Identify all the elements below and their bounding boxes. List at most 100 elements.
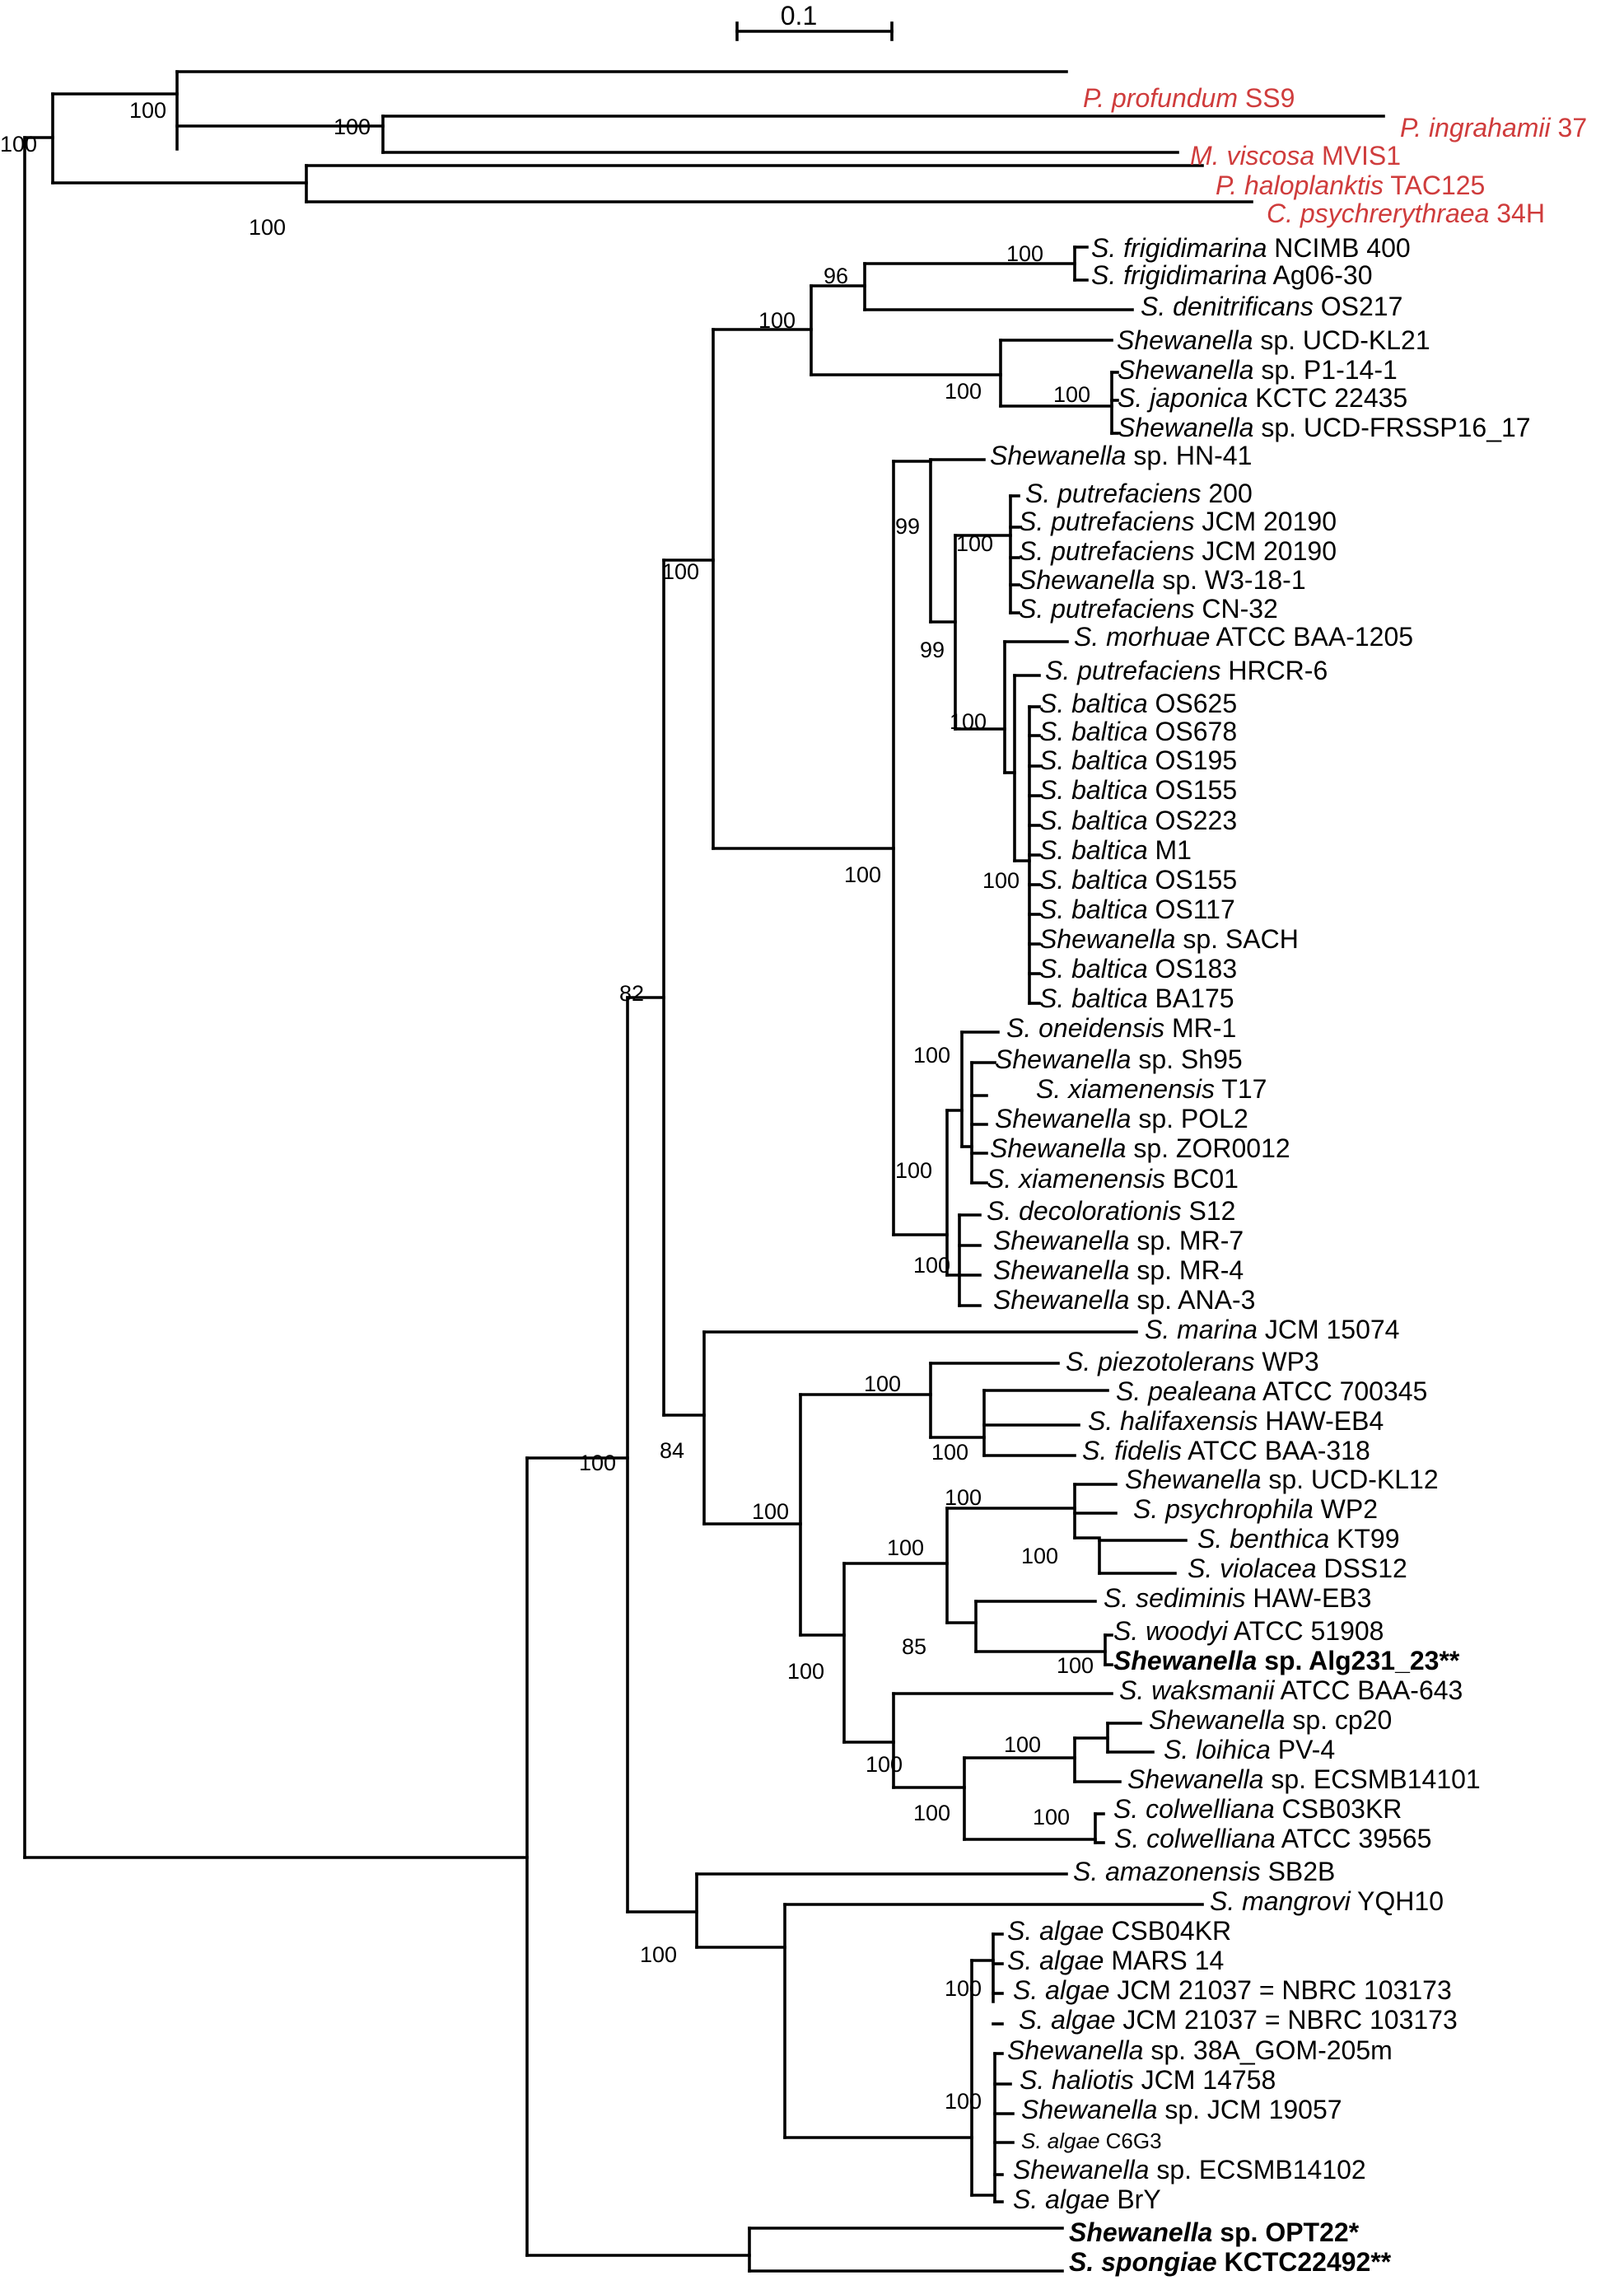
taxon-genus: S. psychrophila [1133,1494,1314,1524]
taxon-strain: NCIMB 400 [1267,233,1410,263]
taxon-label: S. loihica PV-4 [1164,1735,1335,1764]
taxon-label: S. sediminis HAW-EB3 [1104,1583,1371,1613]
taxon-genus: P. ingrahamii [1400,113,1552,143]
bootstrap-value: 100 [334,114,371,139]
taxon-genus: P. profundum [1083,83,1238,113]
taxon-genus: Shewanella [993,1226,1129,1255]
tree-branches [23,21,1385,2273]
taxon-genus: Shewanella [990,441,1126,470]
bootstrap-value: 100 [787,1659,824,1684]
taxon-label: S. oneidensis MR-1 [1006,1013,1236,1043]
taxon-label: S. xiamenensis T17 [1036,1074,1267,1104]
bootstrap-value: 100 [662,559,699,584]
taxon-label: Shewanella sp. JCM 19057 [1021,2095,1342,2124]
taxon-genus: S. baltica [1039,745,1148,775]
taxon-strain: sp. ECSMB14102 [1149,2155,1365,2185]
bootstrap-value: 100 [1057,1653,1094,1678]
taxon-label: S. pealeana ATCC 700345 [1116,1376,1427,1406]
bootstrap-value: 100 [1033,1805,1070,1829]
taxon-strain: sp. Alg231_23** [1257,1646,1460,1675]
taxon-label: S. waksmanii ATCC BAA-643 [1119,1675,1463,1705]
taxon-strain: HAW-EB4 [1258,1406,1384,1436]
taxon-strain: 200 [1201,479,1252,508]
taxon-genus: S. xiamenensis [987,1164,1165,1194]
taxon-label: S. frigidimarina NCIMB 400 [1091,233,1411,263]
taxon-genus: Shewanella [1069,2217,1212,2247]
taxon-label: Shewanella sp. ANA-3 [993,1285,1255,1315]
taxon-label: Shewanella sp. HN-41 [990,441,1252,470]
taxon-genus: S. putrefaciens [1025,479,1201,508]
taxon-genus: Shewanella [1113,1646,1257,1675]
taxon-strain: OS183 [1148,954,1238,984]
taxon-genus: S. loihica [1164,1735,1271,1764]
taxon-genus: S. halifaxensis [1088,1406,1258,1436]
taxon-label: S. colwelliana ATCC 39565 [1114,1824,1431,1853]
taxon-label: S. putrefaciens JCM 20190 [1019,507,1337,536]
taxon-label: Shewanella sp. UCD-KL21 [1117,325,1430,355]
taxon-strain: WP3 [1254,1347,1318,1376]
taxon-label: S. baltica OS678 [1039,717,1237,746]
taxon-strain: JCM 20190 [1194,536,1337,566]
taxon-label: S. fidelis ATCC BAA-318 [1082,1436,1370,1465]
taxon-strain: sp. UCD-KL21 [1253,325,1430,355]
taxon-label: S. putrefaciens 200 [1025,479,1253,508]
taxon-label: Shewanella sp. MR-4 [993,1255,1244,1285]
taxon-label: S. denitrificans OS217 [1141,292,1402,321]
taxon-strain: OS195 [1148,745,1238,775]
taxon-label: S. mangrovi YQH10 [1210,1886,1444,1916]
taxon-strain: JCM 21037 = NBRC 103173 [1115,2005,1457,2035]
taxon-label: Shewanella sp. UCD-KL12 [1125,1465,1439,1494]
taxon-strain: WP2 [1314,1494,1378,1524]
taxon-genus: S. baltica [1039,954,1148,984]
taxon-genus: S. algae [1013,1975,1109,2005]
taxon-genus: S. marina [1145,1315,1258,1344]
taxon-label: S. colwelliana CSB03KR [1113,1794,1402,1824]
bootstrap-value: 100 [579,1451,616,1475]
taxon-strain: TAC125 [1384,171,1485,200]
scale-bar-label: 0.1 [781,1,817,30]
taxon-strain: sp. POL2 [1131,1104,1248,1133]
taxon-label: S. haliotis JCM 14758 [1020,2065,1276,2095]
taxon-genus: Shewanella [1007,2035,1143,2065]
taxon-genus: Shewanella [995,1044,1131,1074]
taxon-genus: S. baltica [1039,984,1148,1013]
taxon-label: C. psychrerythraea 34H [1267,199,1545,228]
taxon-label: Shewanella sp. ECSMB14102 [1013,2155,1366,2185]
bootstrap-value: 100 [913,1043,950,1068]
taxon-label: Shewanella sp. P1-14-1 [1118,355,1398,385]
taxon-genus: S. xiamenensis [1036,1074,1215,1104]
taxon-genus: S. algae [1021,2128,1099,2153]
taxon-strain: MR-1 [1164,1013,1236,1043]
bootstrap-value: 100 [249,215,286,240]
taxon-genus: Shewanella [1118,413,1253,442]
taxon-genus: S. putrefaciens [1019,536,1194,566]
taxon-strain: sp. ZOR0012 [1126,1133,1290,1163]
taxon-genus: Shewanella [993,1255,1129,1285]
taxon-genus: S. algae [1007,1946,1104,1975]
taxon-strain: KCTC22492** [1217,2247,1392,2277]
taxon-label: S. baltica OS195 [1039,745,1237,775]
taxon-strain: BA175 [1148,984,1234,1013]
taxon-label: S. japonica KCTC 22435 [1118,383,1407,413]
taxon-strain: JCM 20190 [1194,507,1337,536]
taxon-strain: MARS 14 [1104,1946,1224,1975]
taxon-label: S. spongiae KCTC22492** [1069,2247,1392,2277]
bootstrap-value: 100 [887,1535,924,1560]
taxon-strain: CN-32 [1194,594,1277,624]
taxon-genus: S. haliotis [1020,2065,1134,2095]
taxon-genus: S. decolorationis [987,1196,1182,1226]
taxon-strain: ATCC BAA-318 [1182,1436,1370,1465]
taxon-label: M. viscosa MVIS1 [1190,141,1401,171]
taxon-strain: OS625 [1148,689,1238,718]
taxon-strain: BrY [1109,2185,1160,2214]
bootstrap-value: 100 [913,1801,950,1825]
taxon-genus: Shewanella [1117,325,1253,355]
taxon-genus: S. baltica [1039,895,1148,924]
bootstrap-value: 100 [866,1752,903,1777]
taxon-genus: S. japonica [1118,383,1248,413]
taxon-strain: MVIS1 [1314,141,1401,171]
taxon-label: Shewanella sp. SACH [1039,924,1299,954]
taxon-genus: S. colwelliana [1113,1794,1275,1824]
taxon-label: S. psychrophila WP2 [1133,1494,1378,1524]
